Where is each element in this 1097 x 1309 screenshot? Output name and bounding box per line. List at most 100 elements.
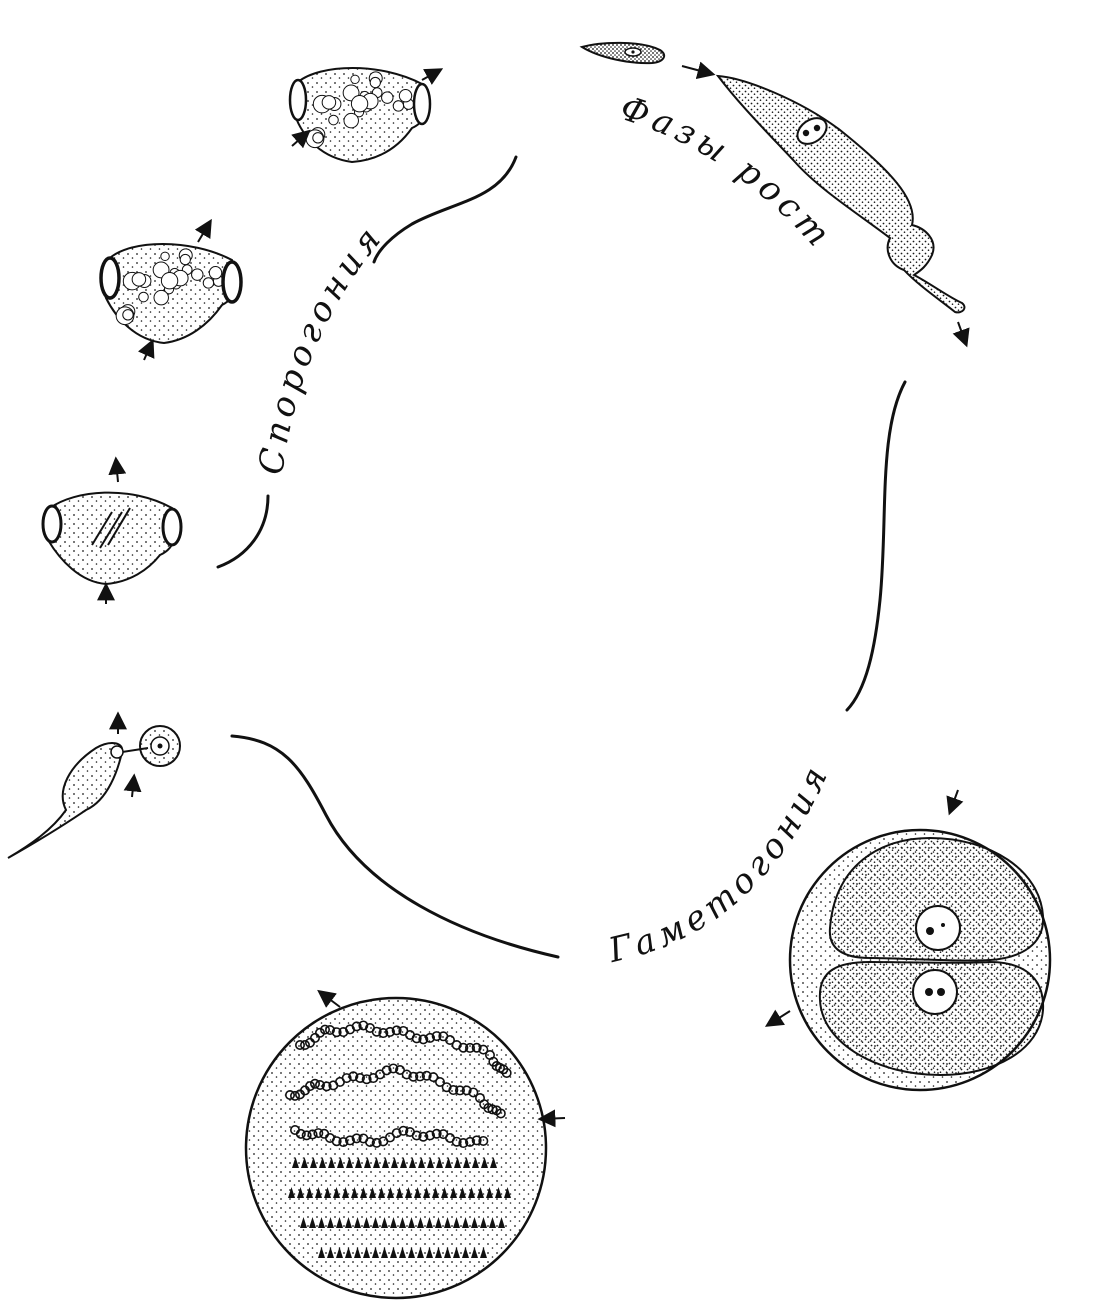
gamete-pointed <box>310 1157 317 1168</box>
gamete-pointed <box>495 1187 502 1198</box>
gamete-pointed <box>391 1157 398 1168</box>
gamete-round <box>461 1085 472 1096</box>
gamete-round <box>331 1136 342 1147</box>
gamete-pointed <box>390 1247 397 1258</box>
gamete-round <box>331 1027 342 1038</box>
gamete-pointed <box>480 1217 487 1228</box>
gamete-pointed <box>405 1187 412 1198</box>
arrow-gamontocyst-out <box>764 1009 791 1027</box>
gamete-pointed <box>336 1247 343 1258</box>
gamete-pointed <box>504 1187 511 1198</box>
gamontocyst <box>788 828 1052 1092</box>
gamete-round <box>411 1033 422 1044</box>
gametogony-arc-bottom <box>230 734 560 959</box>
gamete-pointed <box>450 1187 457 1198</box>
gamete-pointed <box>486 1187 493 1198</box>
gamete-pointed <box>327 1217 334 1228</box>
gamete-pointed <box>342 1187 349 1198</box>
spore-vacuole <box>392 100 405 112</box>
gamete-pointed <box>463 1157 470 1168</box>
gamete-pointed <box>453 1217 460 1228</box>
arrow-spore2-up <box>194 218 212 243</box>
gamete-pointed <box>360 1187 367 1198</box>
gamete-pointed <box>301 1157 308 1168</box>
gamete-round <box>348 1071 359 1082</box>
gamete-pointed <box>315 1187 322 1198</box>
gamete-pointed <box>297 1187 304 1198</box>
gamete-round <box>464 1136 475 1147</box>
sporogony-arc-upper <box>372 155 518 264</box>
gamete-pointed <box>498 1217 505 1228</box>
gamete-pointed <box>328 1157 335 1168</box>
spore-vacuole <box>153 289 169 306</box>
gamete-round <box>378 1028 389 1039</box>
gamete-round <box>458 1138 469 1149</box>
spore-vacuole <box>202 277 215 289</box>
gamete-round <box>495 1108 506 1119</box>
gamete-pointed <box>378 1187 385 1198</box>
gamete-round <box>414 1071 425 1082</box>
gamete-round <box>424 1032 435 1043</box>
gamete-pointed <box>327 1247 334 1258</box>
gamete-pointed <box>490 1157 497 1168</box>
gamete-cyst <box>244 996 548 1300</box>
gametogony-arc-right <box>845 380 907 712</box>
gamete-pointed <box>345 1247 352 1258</box>
gamete-round <box>464 1042 475 1053</box>
gamete-round <box>428 1072 439 1083</box>
gamete-round <box>471 1042 482 1053</box>
spore-stage-3 <box>288 67 432 164</box>
gamete-round <box>304 1081 315 1092</box>
sporozoite-cell <box>579 41 666 65</box>
gamete-pointed <box>369 1187 376 1198</box>
gamete-pointed <box>288 1187 295 1198</box>
gamete-round <box>381 1065 392 1076</box>
gamete-pointed <box>354 1247 361 1258</box>
spore-vacuole <box>160 272 179 290</box>
gamete-pointed <box>381 1217 388 1228</box>
spore-stage-2 <box>99 243 243 345</box>
gamete-round <box>321 1081 332 1092</box>
gamete-pointed <box>292 1157 299 1168</box>
gamete-round <box>294 1040 305 1051</box>
gamete-round <box>361 1074 372 1085</box>
trophozoite-cell <box>715 74 966 314</box>
gamete-pointed <box>363 1217 370 1228</box>
spore-vacuole <box>179 253 191 266</box>
arrow-sporozoite-to-trophozoite <box>681 61 716 79</box>
gamete-pointed <box>414 1187 421 1198</box>
gamete-round <box>424 1130 435 1141</box>
gamete-round <box>418 1131 429 1142</box>
gamete-round <box>314 1027 325 1038</box>
gamete-pointed <box>318 1217 325 1228</box>
gamete-pointed <box>477 1187 484 1198</box>
spore-vacuole <box>208 266 223 280</box>
gamete-pointed <box>444 1217 451 1228</box>
gamete-pointed <box>417 1247 424 1258</box>
gamete-round <box>324 1025 335 1036</box>
gamete-round <box>284 1090 295 1101</box>
arrow-gamete-cyst-out <box>317 989 341 1008</box>
arrow-into-gamontocyst <box>946 789 964 816</box>
gamete-round <box>434 1077 445 1088</box>
gamete-round <box>364 1137 375 1148</box>
arrow-zygote-in <box>123 773 142 798</box>
gamete-pointed <box>417 1217 424 1228</box>
gamete-round <box>313 1128 324 1139</box>
gamete-round <box>401 1069 412 1080</box>
gamete-pointed <box>481 1157 488 1168</box>
gamete-round <box>289 1090 300 1101</box>
spore-vacuole <box>381 91 394 104</box>
gamete-pointed <box>472 1157 479 1168</box>
arrow-into-gamete-cyst <box>537 1109 566 1128</box>
spore-vacuole <box>312 132 324 144</box>
gamete-round <box>338 1137 349 1148</box>
gamete-round <box>501 1067 512 1078</box>
gamete-pointed <box>337 1157 344 1168</box>
gamete-round <box>309 1078 320 1089</box>
gamete-pointed <box>372 1247 379 1258</box>
gamete-pointed <box>432 1187 439 1198</box>
gamete-round <box>351 1021 362 1032</box>
gamete-round <box>301 1130 312 1141</box>
